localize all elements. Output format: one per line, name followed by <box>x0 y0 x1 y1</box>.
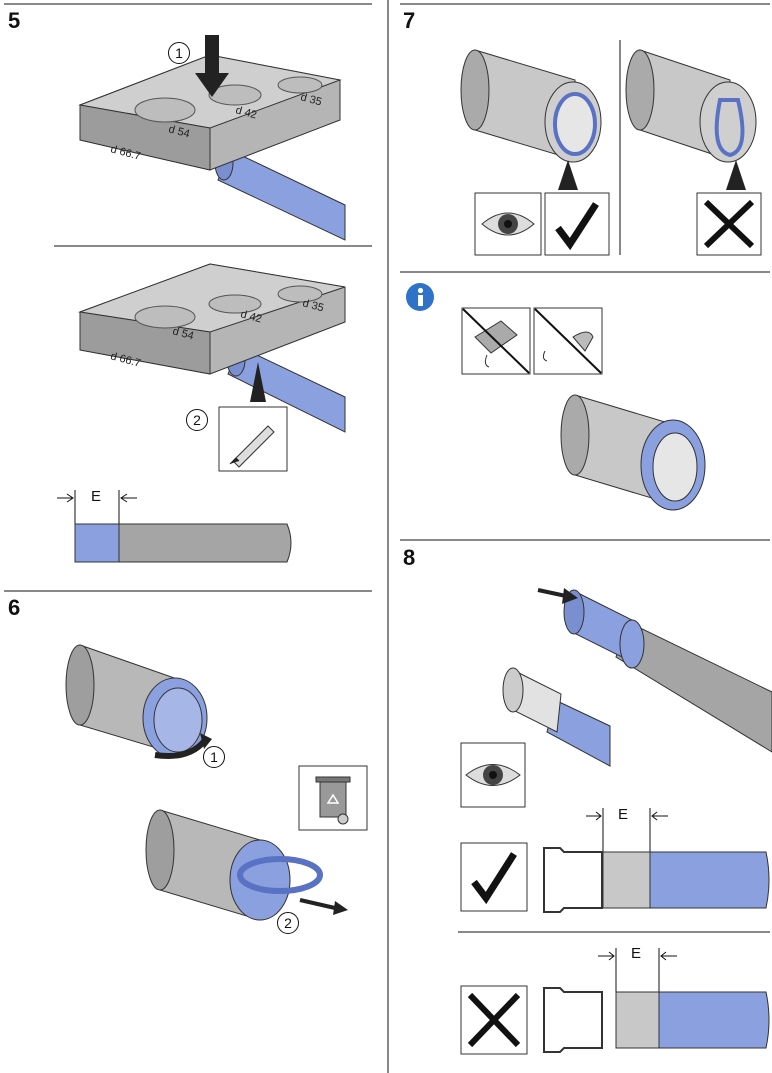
cross-icon <box>696 192 762 256</box>
insertion-depth-label-correct: E <box>618 806 629 823</box>
fitting-sealing-ring <box>560 394 706 511</box>
insertion-correct-diagram <box>543 808 770 913</box>
callout-2-step6: 2 <box>277 912 299 934</box>
insertion-depth-diagram <box>57 490 292 563</box>
pipe-insertion <box>537 588 772 753</box>
step-number-8: 8 <box>403 545 416 570</box>
tool-label-d42-b: d 42 <box>239 308 263 325</box>
gauge-tool-marking: d 54 d 42 d 35 d 66.7 <box>78 263 346 433</box>
recycle-bin-icon <box>298 765 368 831</box>
no-grease-icon <box>461 307 531 375</box>
no-oil-icon <box>533 307 603 375</box>
checkmark-icon-step8 <box>460 842 528 912</box>
tool-label-d54-b: d 54 <box>171 325 195 342</box>
tool-label-d35: d 35 <box>299 91 323 108</box>
tool-label-d35-b: d 35 <box>301 297 325 314</box>
info-icon <box>406 283 434 311</box>
callout-1: 1 <box>168 42 190 64</box>
insertion-depth-label: E <box>91 488 102 505</box>
arrow-icon <box>195 35 229 97</box>
step-number-6: 6 <box>8 595 21 620</box>
insertion-incorrect-diagram <box>543 948 770 1053</box>
eye-icon <box>474 192 542 256</box>
tool-label-d42: d 42 <box>234 104 258 121</box>
fitting-ring-removal <box>145 809 348 921</box>
insertion-depth-label-incorrect: E <box>631 945 642 962</box>
callout-2: 2 <box>186 409 208 431</box>
callout-1-step6: 1 <box>203 746 225 768</box>
cross-icon-step8 <box>460 985 528 1055</box>
pipe-inserted-fitting <box>502 667 611 767</box>
pointer-check <box>558 160 578 190</box>
eye-icon-step8 <box>460 742 526 808</box>
step-number-5: 5 <box>8 8 21 33</box>
fitting-cap-removal <box>65 644 212 759</box>
tool-label-d54: d 54 <box>167 123 191 140</box>
pointer-cross <box>726 160 746 190</box>
marker-pen-icon <box>218 406 288 472</box>
fitting-ring-incorrect <box>625 49 757 163</box>
checkmark-icon <box>544 192 610 256</box>
step-number-7: 7 <box>403 8 416 33</box>
fitting-ring-correct <box>460 49 602 163</box>
gauge-tool-top: d 54 d 42 d 35 d 66.7 <box>78 54 346 241</box>
